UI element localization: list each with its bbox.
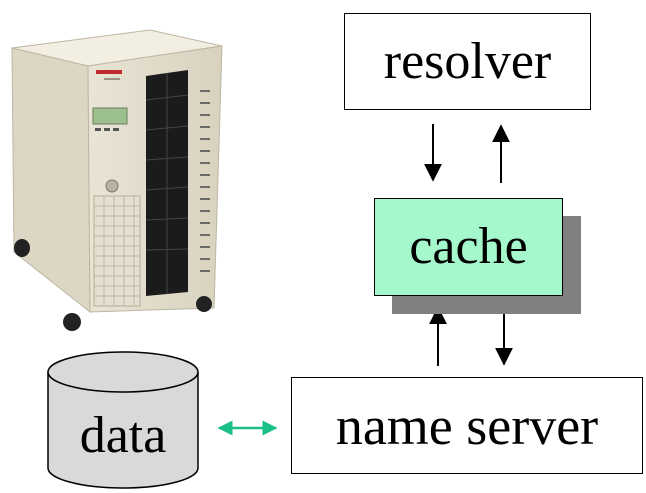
cache-label: cache	[409, 218, 528, 275]
name-server-label: name server	[335, 395, 599, 456]
data-cylinder	[47, 351, 199, 489]
cache-box: cache	[374, 198, 563, 296]
resolver-label: resolver	[383, 32, 552, 90]
data-label: data	[79, 406, 167, 464]
resolver-box: resolver	[344, 13, 591, 110]
server-tower-icon	[11, 29, 223, 331]
name-server-box: name server	[291, 377, 643, 474]
